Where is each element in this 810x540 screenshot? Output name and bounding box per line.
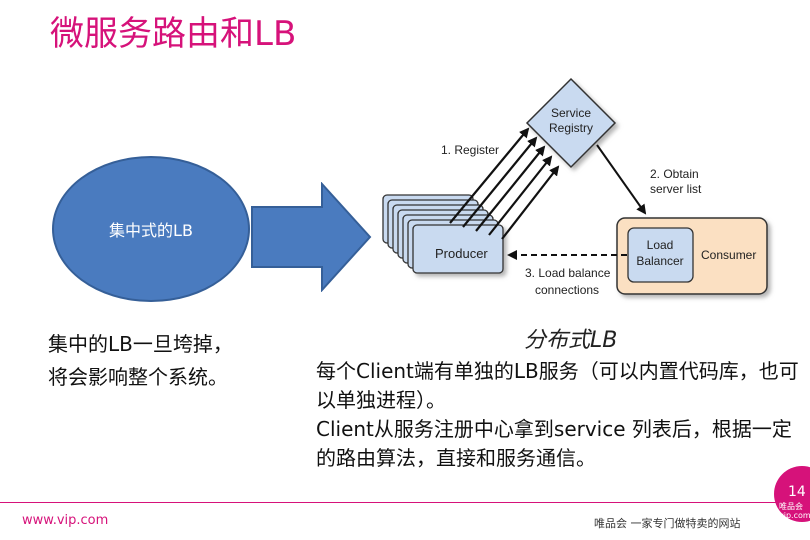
producer-label: Producer: [435, 246, 488, 261]
service-registry-node: Service Registry: [525, 77, 617, 169]
obtain-arrow: [596, 144, 647, 215]
obtain-label-line1: 2. Obtain: [650, 167, 699, 181]
consumer-node: Load Balancer Consumer: [616, 217, 768, 295]
badge-brand: 唯品会 vip.com: [779, 502, 810, 520]
ellipse-label: 集中式的LB: [109, 221, 193, 240]
page-number: 14: [788, 484, 806, 500]
producer-stack: [382, 194, 504, 274]
lb-connections-label-line1: 3. Load balance: [525, 266, 611, 280]
badge-brand-en: vip.com: [779, 511, 810, 520]
lb-connections-label-line2: connections: [535, 283, 599, 297]
footer-divider: [0, 502, 800, 503]
service-registry-label-line1: Service: [551, 106, 591, 120]
obtain-label-line2: server list: [650, 182, 702, 196]
slide-title: 微服务路由和LB: [50, 14, 297, 54]
centralized-lb-ellipse: 集中式的LB: [52, 156, 250, 302]
centralized-lb-note: 集中的LB一旦垮掉，将会影响整个系统。: [48, 332, 233, 389]
distributed-lb-notes: 每个Client端有单独的LB服务（可以内置代码库，也可以单独进程）。 Clie…: [316, 357, 806, 473]
load-balancer-label-line1: Load: [647, 238, 674, 252]
note-line-1: 每个Client端有单独的LB服务（可以内置代码库，也可以单独进程）。: [316, 359, 799, 412]
distributed-lb-caption: 分布式LB: [524, 328, 618, 353]
consumer-label: Consumer: [701, 248, 756, 262]
register-arrows: [449, 127, 560, 240]
page-number-badge: 14 唯品会 vip.com: [774, 466, 810, 522]
load-balancer-label-line2: Balancer: [636, 254, 683, 268]
big-right-arrow: [251, 182, 372, 292]
footer-website: www.vip.com: [22, 513, 109, 528]
service-registry-label-line2: Registry: [549, 121, 593, 135]
badge-brand-cn: 唯品会: [779, 502, 803, 511]
register-label: 1. Register: [441, 143, 499, 157]
footer-tagline: 唯品会 一家专门做特卖的网站: [594, 517, 741, 530]
distributed-lb-diagram: Producer 1. Register Service Registry 2.…: [382, 77, 768, 297]
note-line-2: Client从服务注册中心拿到service 列表后，根据一定的路由算法，直接和…: [316, 417, 792, 470]
